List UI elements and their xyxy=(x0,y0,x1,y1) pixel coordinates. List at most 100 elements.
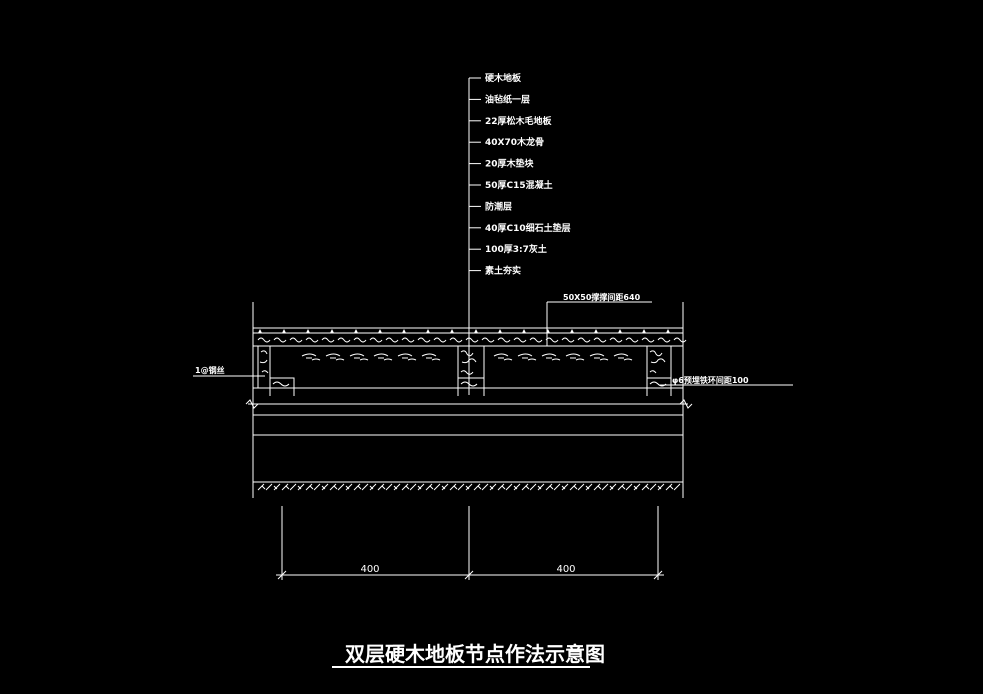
joist-left xyxy=(257,345,295,396)
earth-hatch-line xyxy=(361,483,369,491)
joist-note-text: 50X50撑撑间距640 xyxy=(563,292,641,302)
earth-hatch-line xyxy=(441,485,446,490)
earth-hatch-line xyxy=(273,485,278,490)
subfloor-wave xyxy=(353,337,367,343)
earth-hatch-line xyxy=(549,485,554,490)
subfloor-wave xyxy=(529,337,543,343)
earth-hatch-line xyxy=(669,485,674,490)
layer-label: 硬木地板 xyxy=(485,72,522,84)
earth-hatch-line xyxy=(585,483,593,491)
joist-center xyxy=(457,345,485,396)
earth-hatch-line xyxy=(649,483,657,491)
layer-label: 100厚3:7灰土 xyxy=(485,243,547,255)
title-text: 双层硬木地板节点作法示意图 xyxy=(345,642,605,666)
hardwood-mark xyxy=(402,329,406,333)
earth-hatch-line xyxy=(633,483,641,491)
earth-hatch-line xyxy=(285,485,290,490)
wood-grain-stroke xyxy=(397,353,417,361)
hardwood-mark xyxy=(330,329,334,333)
earth-hatch-line xyxy=(657,483,665,491)
wood-grain-stroke xyxy=(325,353,345,361)
earth-hatch-line xyxy=(353,483,361,491)
earth-hatch-line xyxy=(429,485,434,490)
earth-hatch-line xyxy=(481,483,489,491)
earth-hatch-line xyxy=(521,483,529,491)
earth-hatch-line xyxy=(417,483,425,491)
right-break-mark xyxy=(679,399,693,409)
earth-hatch-line xyxy=(465,485,470,490)
hardwood-mark xyxy=(354,329,358,333)
layer-label: 20厚木垫块 xyxy=(485,158,535,170)
subfloor-wave xyxy=(401,337,415,343)
earth-hatch-line xyxy=(593,483,601,491)
hardwood-mark xyxy=(570,329,574,333)
earth-hatch-line xyxy=(561,483,569,491)
earth-hatch-line xyxy=(537,485,542,490)
earth-hatch-line xyxy=(529,483,537,491)
subfloor-wave xyxy=(513,337,527,343)
earth-hatch-line xyxy=(609,483,617,491)
earth-hatch-line xyxy=(641,483,649,491)
earth-hatch-line xyxy=(377,483,385,491)
hardwood-mark xyxy=(378,329,382,333)
earth-hatch-line xyxy=(513,483,521,491)
floor-section xyxy=(245,302,693,498)
hardwood-mark xyxy=(450,329,454,333)
earth-hatch-line xyxy=(489,483,497,491)
earth-hatch-line xyxy=(321,485,326,490)
layer-callouts: 硬木地板油毡纸一层22厚松木毛地板40X70木龙骨20厚木垫块50厚C15混凝土… xyxy=(468,72,571,395)
earth-hatch-line xyxy=(657,485,662,490)
earth-hatch-line xyxy=(281,483,289,491)
right-note: φ6预埋铁环间距100 xyxy=(660,375,793,386)
earth-hatch-line xyxy=(621,485,626,490)
right-note-text: φ6预埋铁环间距100 xyxy=(672,375,749,385)
hardwood-mark xyxy=(498,329,502,333)
joist-note: 50X50撑撑间距640 xyxy=(546,292,652,346)
earth-hatch-line xyxy=(393,485,398,490)
earth-hatch-line xyxy=(345,485,350,490)
subfloor-wave xyxy=(321,337,335,343)
earth-hatch-line xyxy=(489,485,494,490)
subfloor-wave xyxy=(289,337,303,343)
earth-hatch-line xyxy=(465,483,473,491)
wood-grain-stroke xyxy=(565,353,585,361)
earth-hatch-line xyxy=(297,485,302,490)
earth-hatch-line xyxy=(501,485,506,490)
earth-hatch-line xyxy=(381,485,386,490)
earth-hatch-line xyxy=(601,483,609,491)
subfloor-wave xyxy=(385,337,399,343)
wood-grain-stroke xyxy=(373,353,393,361)
earth-hatch-line xyxy=(625,483,633,491)
earth-hatch-line xyxy=(513,485,518,490)
earth-hatch-line xyxy=(525,485,530,490)
earth-hatch-line xyxy=(305,483,313,491)
earth-hatch-line xyxy=(673,483,681,491)
left-note: 1@钢丝 xyxy=(193,365,265,377)
earth-hatch-line xyxy=(617,483,625,491)
earth-hatch-line xyxy=(369,483,377,491)
layer-label: 素土夯实 xyxy=(485,265,521,277)
earth-hatch-line xyxy=(257,483,265,491)
hardwood-mark xyxy=(618,329,622,333)
earth-hatch-line xyxy=(433,483,441,491)
wood-grain-stroke xyxy=(493,353,513,361)
subfloor-wave xyxy=(305,337,319,343)
subfloor-wave xyxy=(369,337,383,343)
earth-hatch-line xyxy=(665,483,673,491)
earth-hatch-line xyxy=(577,483,585,491)
layer-label: 40厚C10细石土垫层 xyxy=(485,222,571,234)
earth-hatch-line xyxy=(345,483,353,491)
earth-hatch-line xyxy=(333,485,338,490)
hardwood-mark xyxy=(474,329,478,333)
hardwood-mark xyxy=(258,329,262,333)
subfloor-wave xyxy=(337,337,351,343)
hardwood-mark xyxy=(426,329,430,333)
earth-hatch-line xyxy=(473,483,481,491)
earth-hatch-line xyxy=(561,485,566,490)
wood-grain-stroke xyxy=(421,353,441,361)
earth-hatch-line xyxy=(417,485,422,490)
dimension-right: 400 xyxy=(556,564,575,575)
earth-hatch-line xyxy=(369,485,374,490)
left-note-text: 1@钢丝 xyxy=(195,365,225,375)
hardwood-mark xyxy=(642,329,646,333)
